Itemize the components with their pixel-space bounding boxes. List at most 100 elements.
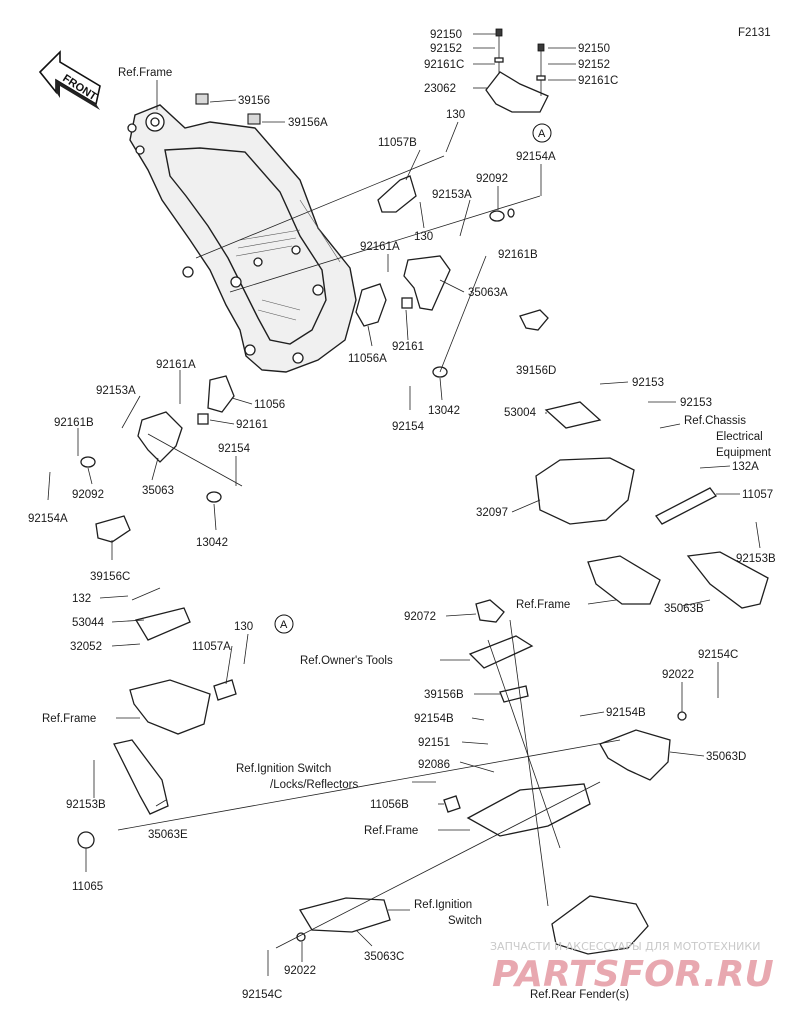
leader-lines	[47, 33, 761, 976]
label-92154C-right: 92154C	[698, 649, 738, 661]
watermark-logo: PARTSFOR.RU	[492, 954, 774, 995]
label-13042-left: 13042	[196, 537, 228, 549]
part-11057B[interactable]	[377, 175, 417, 213]
label-132A: 132A	[732, 461, 759, 473]
label-ref-frame-left: Ref.Frame	[42, 713, 96, 725]
label-92072: 92072	[404, 611, 436, 623]
label-ref-chassis-2: Electrical	[716, 431, 763, 443]
part-rear-subframe[interactable]	[466, 783, 591, 837]
label-11056A: 11056A	[348, 353, 387, 365]
main-frame	[127, 104, 357, 373]
marker-a-top: A	[532, 123, 552, 143]
label-35063E: 35063E	[148, 829, 188, 841]
part-35063[interactable]	[137, 411, 183, 463]
label-92092-top: 92092	[476, 173, 508, 185]
label-39156C: 39156C	[90, 571, 130, 583]
label-92154B-b: 92154B	[606, 707, 646, 719]
part-11056A[interactable]	[355, 283, 387, 327]
part-39156D[interactable]	[519, 309, 549, 331]
part-92161B-top[interactable]	[507, 208, 515, 218]
label-92022-left: 92022	[284, 965, 316, 977]
part-35063-right-frame[interactable]	[587, 555, 661, 605]
label-92151: 92151	[418, 737, 450, 749]
label-ref-ign-locks-2: /Locks/Reflectors	[270, 779, 358, 791]
label-35063C: 35063C	[364, 951, 404, 963]
part-92161-mid[interactable]	[401, 297, 413, 309]
label-92154C-left: 92154C	[242, 989, 282, 1001]
label-39156: 39156	[238, 95, 270, 107]
part-39156A[interactable]	[247, 113, 261, 125]
label-11056: 11056	[254, 399, 285, 411]
part-53004[interactable]	[544, 401, 602, 429]
label-ref-frame-top: Ref.Frame	[118, 67, 172, 79]
label-92022-right: 92022	[662, 669, 694, 681]
front-arrow-icon: FRONT	[38, 50, 101, 110]
label-11056B: 11056B	[370, 799, 409, 811]
label-130-top: 130	[446, 109, 465, 121]
label-ref-frame-right: Ref.Frame	[516, 599, 570, 611]
part-35063A[interactable]	[403, 255, 451, 311]
bolt-stack-right[interactable]	[536, 43, 546, 96]
label-ref-frame-bottom: Ref.Frame	[364, 825, 418, 837]
part-92022-right[interactable]	[677, 711, 687, 721]
bolt-stack-left[interactable]	[494, 28, 504, 74]
label-32052: 32052	[70, 641, 102, 653]
label-35063D: 35063D	[706, 751, 746, 763]
label-92161A-top: 92161A	[360, 241, 400, 253]
label-92086: 92086	[418, 759, 450, 771]
label-92153A-left: 92153A	[96, 385, 136, 397]
part-92072[interactable]	[475, 599, 505, 623]
part-39156[interactable]	[195, 93, 209, 105]
part-35063C[interactable]	[298, 897, 391, 933]
label-92161C-b: 92161C	[578, 75, 618, 87]
label-ref-chassis-1: Ref.Chassis	[684, 415, 746, 427]
label-39156D: 39156D	[516, 365, 556, 377]
label-92161B-top: 92161B	[498, 249, 538, 261]
label-92150-a: 92150	[430, 29, 462, 41]
label-11057A: 11057A	[192, 641, 231, 653]
part-92161-left[interactable]	[197, 413, 209, 425]
label-ref-ign-2: Switch	[448, 915, 482, 927]
part-rear-fender[interactable]	[551, 895, 649, 955]
part-92092-top[interactable]	[489, 210, 505, 222]
part-11057A[interactable]	[213, 679, 237, 701]
watermark: ЗАПЧАСТИ И АКСЕССУАРЫ ДЛЯ МОТОТЕХНИКИ PA…	[490, 940, 774, 995]
part-11056B[interactable]	[443, 795, 461, 813]
figure-code: F2131	[738, 27, 771, 39]
label-13042-top: 13042	[428, 405, 460, 417]
label-92153B-right: 92153B	[736, 553, 776, 565]
assembly-lines	[117, 155, 621, 949]
label-ref-ign-locks-1: Ref.Ignition Switch	[236, 763, 331, 775]
part-13042-left[interactable]	[206, 491, 222, 503]
part-39156B[interactable]	[499, 685, 529, 703]
label-35063: 35063	[142, 485, 174, 497]
part-39156C[interactable]	[95, 515, 131, 543]
part-owners-tools[interactable]	[468, 635, 534, 669]
label-92154B-a: 92154B	[414, 713, 454, 725]
label-39156A: 39156A	[288, 117, 328, 129]
part-11057[interactable]	[655, 487, 717, 525]
part-32097[interactable]	[535, 457, 635, 525]
label-11057: 11057	[742, 489, 773, 501]
label-92154-left: 92154	[218, 443, 251, 455]
label-92161-left: 92161	[236, 419, 268, 431]
part-92092-left[interactable]	[80, 456, 96, 468]
svg-text:A: A	[538, 128, 546, 140]
label-92153A-top: 92153A	[432, 189, 472, 201]
label-130-mid: 130	[414, 231, 433, 243]
part-32052[interactable]	[134, 607, 191, 641]
part-35063D[interactable]	[599, 729, 671, 781]
part-11056[interactable]	[207, 375, 235, 413]
label-92161B-left: 92161B	[54, 417, 94, 429]
part-11065[interactable]	[77, 831, 95, 849]
watermark-tagline: ЗАПЧАСТИ И АКСЕССУАРЫ ДЛЯ МОТОТЕХНИКИ	[490, 940, 760, 953]
part-23062[interactable]	[485, 71, 549, 113]
label-132: 132	[72, 593, 91, 605]
part-35063B[interactable]	[686, 551, 769, 609]
label-92152-a: 92152	[430, 43, 462, 55]
part-ref-frame-left-bracket[interactable]	[129, 679, 211, 735]
label-ref-rear-fender: Ref.Rear Fender(s)	[530, 989, 629, 1001]
part-35063E[interactable]	[113, 739, 169, 815]
label-92150-b: 92150	[578, 43, 610, 55]
